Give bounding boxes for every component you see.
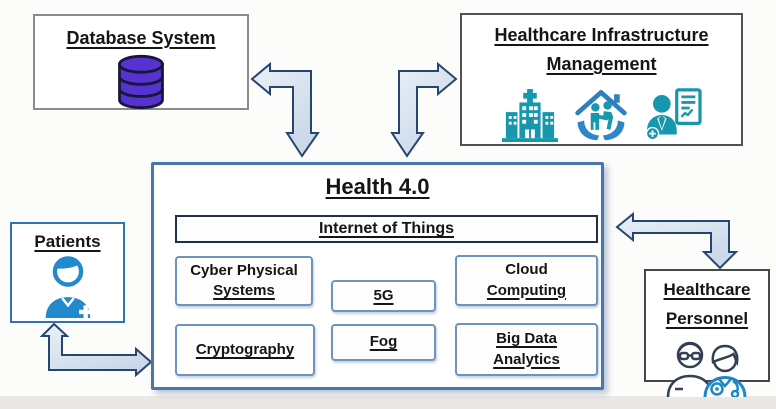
component-label-line: Big Data <box>496 330 557 348</box>
patients-label: Patients <box>34 232 101 251</box>
component-label-line: 5G <box>373 286 394 304</box>
patient-person-icon <box>12 255 123 324</box>
component-label-line: Fog <box>369 333 398 351</box>
database-system-node: Database System <box>33 14 249 110</box>
component-cyber-physical-systems: Cyber Physical Systems <box>175 256 313 306</box>
background-strip <box>0 396 776 409</box>
component-label-line: Analytics <box>493 350 560 368</box>
health-40-title: Health 4.0 <box>325 174 430 199</box>
arrow-database-health <box>250 61 320 158</box>
component-label-line: Cyber Physical <box>190 261 298 279</box>
healthcare-infrastructure-label: Healthcare Infrastructure Management <box>462 26 741 73</box>
component-cryptography: Cryptography <box>175 324 315 376</box>
healthcare-infrastructure-node: Healthcare Infrastructure Management <box>460 13 743 146</box>
arrow-health-personnel <box>615 211 739 270</box>
health-records-person-icon <box>643 88 703 147</box>
healthcare-personnel-node: Healthcare Personnel <box>644 269 770 399</box>
iot-label: Internet of Things <box>318 220 455 237</box>
doctor-nurse-icon <box>646 339 768 402</box>
infrastructure-icons <box>462 84 741 147</box>
component-label-line: Cloud <box>505 261 548 279</box>
personnel-label-line1: Healthcare <box>663 280 751 299</box>
component-label-line: Cryptography <box>195 340 295 358</box>
component-5g: 5G <box>331 280 436 312</box>
personnel-label-line2: Personnel <box>665 309 749 328</box>
database-icon <box>35 54 247 115</box>
health-40-node: Health 4.0 Internet of Things Cyber Phys… <box>151 162 604 390</box>
component-label-line: Systems <box>213 282 275 299</box>
database-system-label: Database System <box>66 28 216 48</box>
infrastructure-label-line2: Management <box>546 54 657 74</box>
arrow-patients-health <box>39 322 153 378</box>
component-fog: Fog <box>331 324 436 361</box>
infrastructure-label-line1: Healthcare Infrastructure <box>494 25 709 45</box>
home-care-hands-icon <box>570 84 632 147</box>
internet-of-things-layer: Internet of Things <box>175 215 598 243</box>
arrow-health-infrastructure <box>390 61 458 158</box>
component-label-line: Computing <box>486 281 567 299</box>
component-big-data-analytics: Big Data Analytics <box>455 323 598 376</box>
hospital-building-icon <box>501 88 559 147</box>
healthcare-personnel-label: Healthcare Personnel <box>646 281 768 327</box>
patients-node: Patients <box>10 222 125 323</box>
component-cloud-computing: Cloud Computing <box>455 255 598 306</box>
